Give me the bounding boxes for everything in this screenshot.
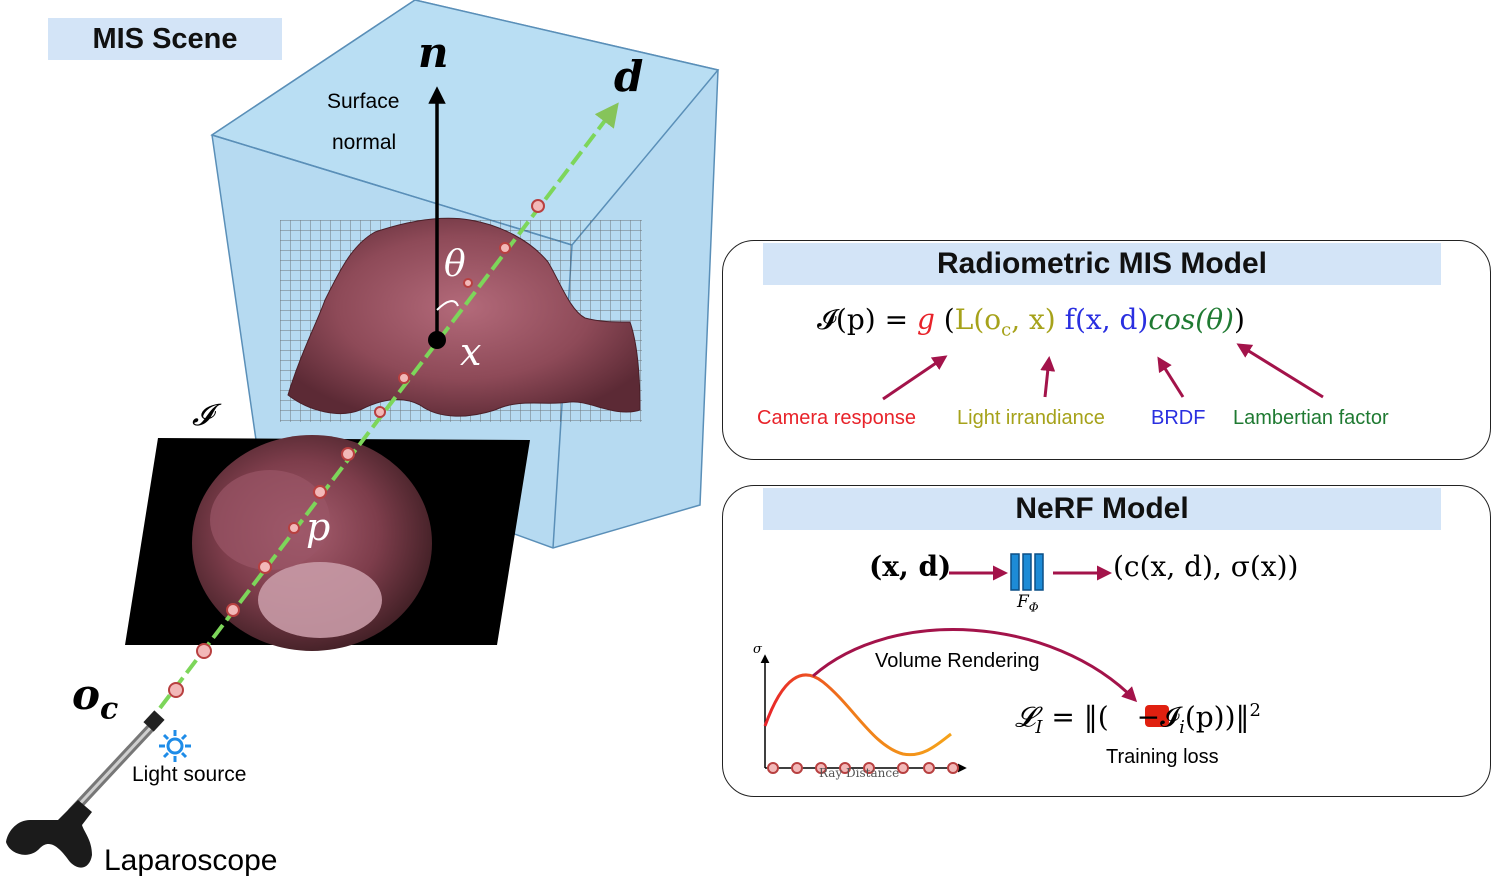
sample-point bbox=[531, 199, 545, 213]
sample-point bbox=[313, 485, 327, 499]
loss-end: (p))‖ bbox=[1184, 700, 1250, 734]
nerf-input: (x, d) bbox=[869, 550, 952, 583]
camera-origin-sub: c bbox=[100, 691, 119, 727]
direction-symbol: d bbox=[614, 52, 644, 101]
nerf-output: (c(x, d), σ(x)) bbox=[1113, 550, 1299, 583]
volume-rendering-label: Volume Rendering bbox=[875, 650, 1040, 672]
eq-light-sub: c bbox=[1001, 319, 1012, 341]
radiometric-arrows bbox=[882, 343, 1324, 401]
training-loss-label: Training loss bbox=[1106, 746, 1219, 768]
network-label: FΦ bbox=[1017, 592, 1039, 614]
eq-camera-term: g bbox=[916, 303, 935, 336]
sample-point bbox=[196, 643, 212, 659]
loss-eq: = ‖( bbox=[1042, 700, 1109, 734]
arrow-camera-response bbox=[882, 355, 948, 401]
density-curve bbox=[763, 673, 952, 757]
loss-equation: 𝓛I = ‖( −𝓘i(p))‖2 bbox=[1015, 700, 1261, 738]
surface-point bbox=[428, 331, 446, 349]
light-source-label: Light source bbox=[132, 763, 247, 786]
sample-point bbox=[226, 603, 240, 617]
surface-normal-label-line1: Surface bbox=[327, 90, 400, 113]
eq-light-end: , x) bbox=[1011, 303, 1056, 336]
laparoscope-label: Laparoscope bbox=[104, 844, 278, 877]
rendered-color-swatch bbox=[1145, 705, 1169, 727]
camera-origin-main: o bbox=[72, 670, 101, 719]
nerf-diagram bbox=[760, 553, 1169, 774]
sample-point bbox=[398, 372, 410, 384]
radiometric-title: Radiometric MIS Model bbox=[763, 243, 1441, 285]
plot-x-label: Ray Distance bbox=[819, 766, 900, 780]
eq-brdf-term: f(x, d) bbox=[1055, 303, 1149, 336]
ray-sample-points bbox=[168, 199, 545, 698]
loss-lhs: 𝓛 bbox=[1015, 700, 1036, 734]
surface-point-symbol: x bbox=[460, 330, 482, 374]
network-label-sub: Φ bbox=[1028, 600, 1039, 615]
sample-point bbox=[288, 522, 300, 534]
loss-mid: −𝓘 bbox=[1136, 700, 1180, 734]
nerf-model-panel: NeRF Model (x, d) (c(x, d), σ(x)) FΦ bbox=[722, 485, 1491, 797]
plot-y-label: σ bbox=[753, 642, 762, 657]
laparoscope-icon bbox=[6, 710, 165, 868]
radiometric-model-panel: Radiometric MIS Model 𝓘(p) = g (L(oc, x)… bbox=[722, 240, 1491, 460]
network-label-main: F bbox=[1017, 592, 1029, 612]
camera-response-label: Camera response bbox=[757, 407, 916, 429]
scene-title: MIS Scene bbox=[48, 18, 282, 60]
arrow-brdf bbox=[1157, 356, 1185, 398]
radiometric-equation: 𝓘(p) = g (L(oc, x) f(x, d)cos(θ)) bbox=[817, 303, 1245, 341]
arrow-lambertian bbox=[1236, 343, 1324, 399]
plot-sample-points bbox=[767, 762, 959, 774]
volume-rendering-arrow bbox=[812, 628, 1138, 703]
loss-lhs-sub: I bbox=[1035, 716, 1043, 738]
liver-surface bbox=[287, 217, 641, 417]
sample-point bbox=[374, 406, 386, 418]
sample-point bbox=[463, 278, 473, 288]
surface-normal-label-line2: normal bbox=[332, 131, 397, 154]
network-block-icon bbox=[1010, 553, 1044, 591]
eq-light-term: L(oc, x) bbox=[954, 303, 1056, 341]
nerf-title: NeRF Model bbox=[763, 488, 1441, 530]
pixel-symbol: p bbox=[306, 505, 331, 549]
eq-close: ) bbox=[1233, 303, 1245, 336]
loss-sup: 2 bbox=[1249, 700, 1261, 721]
brdf-label: BRDF bbox=[1151, 407, 1206, 429]
eq-lambertian-term: cos(θ) bbox=[1148, 303, 1234, 336]
arrow-light-irradiance bbox=[1040, 356, 1056, 398]
sample-point bbox=[168, 682, 184, 698]
theta-symbol: θ bbox=[444, 244, 466, 285]
mis-scene-illustration bbox=[6, 0, 720, 868]
sample-point bbox=[341, 447, 355, 461]
sample-point bbox=[258, 560, 272, 574]
eq-open: ( bbox=[934, 303, 955, 336]
sample-point bbox=[499, 242, 511, 254]
eq-light-main: L(o bbox=[954, 303, 1002, 336]
light-source-icon bbox=[159, 730, 191, 762]
normal-symbol: n bbox=[418, 28, 449, 77]
camera-origin-symbol: oc bbox=[72, 670, 118, 726]
image-symbol: 𝓘 bbox=[192, 398, 213, 433]
lambertian-label: Lambertian factor bbox=[1233, 407, 1389, 429]
light-irradiance-label: Light irrandiance bbox=[957, 407, 1105, 429]
loss-mid-sub: i bbox=[1179, 716, 1185, 738]
eq-lhs: 𝓘(p) = bbox=[817, 303, 917, 336]
